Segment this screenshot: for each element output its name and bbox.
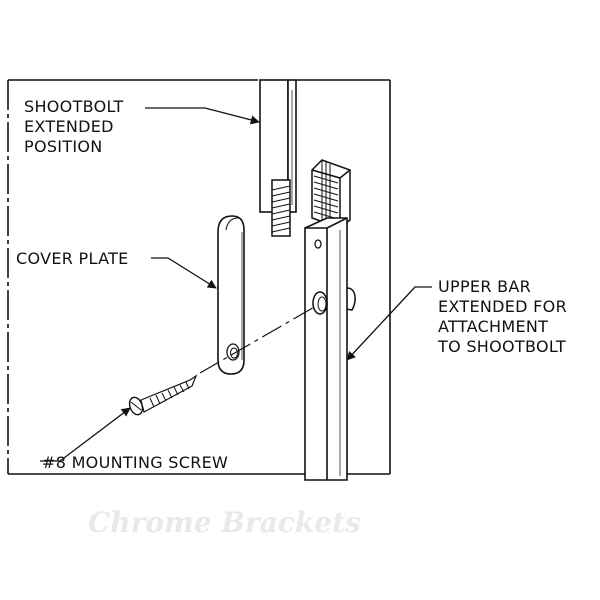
mounting-screw xyxy=(128,374,198,416)
upper-bar xyxy=(304,217,356,481)
leader-lines xyxy=(40,107,432,462)
connector-block xyxy=(311,159,351,229)
shootbolt-label-line-1: SHOOTBOLT xyxy=(24,97,124,116)
center-line xyxy=(199,305,317,374)
upper-bar-label: UPPER BAR EXTENDED FOR ATTACHMENT TO SHO… xyxy=(437,277,567,356)
shootbolt xyxy=(259,79,297,237)
upper-bar-label-line-4: TO SHOOTBOLT xyxy=(437,337,566,356)
cover-plate-label: COVER PLATE xyxy=(16,249,129,268)
watermark: Chrome Brackets xyxy=(88,506,361,539)
shootbolt-label-line-3: POSITION xyxy=(24,137,103,156)
mounting-screw-label: #8 MOUNTING SCREW xyxy=(42,453,228,472)
upper-bar-label-line-3: ATTACHMENT xyxy=(438,317,548,336)
cover-plate xyxy=(217,215,245,375)
upper-bar-label-line-1: UPPER BAR xyxy=(438,277,531,296)
door-frame xyxy=(7,79,391,475)
shootbolt-label: SHOOTBOLT EXTENDED POSITION xyxy=(24,97,124,156)
shootbolt-label-line-2: EXTENDED xyxy=(24,117,114,136)
upper-bar-label-line-2: EXTENDED FOR xyxy=(438,297,567,316)
